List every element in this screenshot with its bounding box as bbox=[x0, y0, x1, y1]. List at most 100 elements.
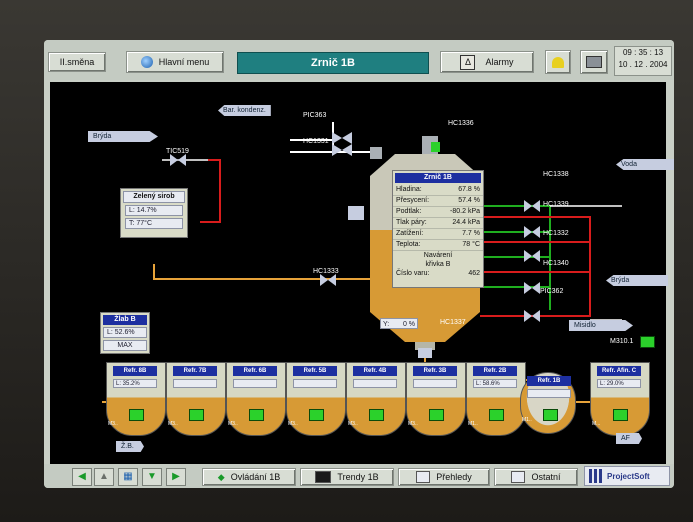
tank-motor-tag: M3.. bbox=[288, 421, 298, 427]
vessel-row: Hladina:67.8 % bbox=[393, 185, 483, 196]
misidlo-text: Misidlo bbox=[574, 322, 596, 329]
ovladani-button[interactable]: ◆Ovládání 1B bbox=[202, 468, 296, 486]
hc1339-label: HC1339 bbox=[543, 201, 569, 208]
misc-icon bbox=[511, 471, 526, 483]
process-canvas: Bar. kondenz. PIC363 HC1331 HC1336 Brýda… bbox=[50, 82, 674, 466]
syrup-pipe bbox=[153, 264, 370, 280]
tank-run-button[interactable] bbox=[429, 409, 444, 421]
vessel-row-value: 24.4 kPa bbox=[452, 219, 480, 226]
bryda-left-text: Brýda bbox=[93, 133, 112, 140]
clock-date: 10 . 12 . 2004 bbox=[618, 60, 668, 69]
nav-right-button[interactable]: ▶ bbox=[166, 468, 186, 486]
tic519-label: TIC519 bbox=[166, 148, 189, 155]
curve-info: Navárení křivka B bbox=[393, 251, 483, 269]
voda-tag: Voda bbox=[616, 159, 674, 170]
green-syrup-temp: T: 77°C bbox=[125, 218, 183, 229]
outlet-valve-icon bbox=[418, 348, 432, 358]
valves bbox=[170, 132, 540, 322]
nav-up-button[interactable]: ▲ bbox=[94, 468, 114, 486]
screen-title-text: Zrnič 1B bbox=[310, 57, 355, 69]
vessel-row-value: -80.2 kPa bbox=[450, 208, 480, 215]
prehledy-label: Přehledy bbox=[436, 472, 472, 482]
nav-home-button[interactable]: ▦ bbox=[118, 468, 138, 486]
arrow-up-icon: ▲ bbox=[99, 471, 109, 482]
refr-tank[interactable]: Refr. 8B L: 35.2% M3.. bbox=[106, 362, 166, 436]
cook-number-row: Číslo varu:462 bbox=[393, 269, 483, 279]
top-indicator-icon bbox=[431, 142, 440, 152]
tank-level bbox=[527, 389, 571, 398]
tank-run-button[interactable] bbox=[543, 409, 558, 421]
tank-run-button[interactable] bbox=[189, 409, 204, 421]
tank-name: Refr. 7B bbox=[173, 366, 217, 376]
vessel-row: Podtlak: -80.2 kPa bbox=[393, 207, 483, 218]
bryda-left-tag: Brýda bbox=[88, 131, 158, 142]
home-icon: ▦ bbox=[123, 471, 133, 482]
hc1332-label: HC1332 bbox=[543, 230, 569, 237]
hc1340-label: HC1340 bbox=[543, 260, 569, 267]
y-value: 0 % bbox=[402, 321, 415, 328]
tank-run-button[interactable] bbox=[489, 409, 504, 421]
tank-name: Refr. 1B bbox=[527, 376, 571, 386]
trendy-button[interactable]: Trendy 1B bbox=[300, 468, 394, 486]
tank-level bbox=[353, 379, 397, 388]
tank-motor-tag: M3.. bbox=[108, 421, 118, 427]
alarms-label: Alarmy bbox=[485, 57, 514, 67]
tank-name: Refr. 8B bbox=[113, 366, 157, 376]
vessel-row: Tlak páry:24.4 kPa bbox=[393, 218, 483, 229]
vessel-row-key: Zatížení: bbox=[396, 230, 424, 237]
shift-label: II.směna bbox=[59, 57, 95, 67]
tank-run-button[interactable] bbox=[613, 409, 628, 421]
vessel-row-key: Podtlak: bbox=[396, 208, 422, 215]
tank-run-button[interactable] bbox=[249, 409, 264, 421]
m3101-label: M310.1 bbox=[610, 338, 634, 345]
mixer-run-button[interactable] bbox=[640, 336, 655, 348]
warning-icon: Δ bbox=[460, 54, 476, 70]
zlab-max: MAX bbox=[103, 340, 147, 351]
bar-kondenz-text: Bar. kondenz. bbox=[223, 107, 266, 114]
steam-branches bbox=[480, 241, 590, 273]
printer-icon bbox=[586, 56, 602, 68]
tank-level: L: 35.2% bbox=[113, 379, 157, 388]
alarms-button[interactable]: Δ Alarmy bbox=[440, 51, 534, 73]
vessel-row-value: 7.7 % bbox=[462, 230, 480, 237]
zlab-panel[interactable]: Žlab B L: 52.6% MAX bbox=[100, 312, 150, 354]
curve-line-2: křivka B bbox=[425, 261, 451, 268]
tank-motor-tag: M1.. bbox=[522, 417, 532, 423]
ostatni-button[interactable]: Ostatní bbox=[494, 468, 578, 486]
bottom-bar: ◀ ▲ ▦ ▼ ▶ ◆Ovládání 1B Trendy 1B Přehled… bbox=[44, 464, 674, 488]
vessel-rows: Hladina:67.8 %Přesycení:57.4 %Podtlak:-8… bbox=[393, 185, 483, 251]
vessel-data-panel[interactable]: Zrnič 1B Hladina:67.8 %Přesycení:57.4 %P… bbox=[392, 170, 484, 288]
green-syrup-panel[interactable]: Zelený sirob L: 14.7% T: 77°C bbox=[120, 188, 188, 238]
misidlo-tag: Misidlo bbox=[569, 320, 633, 331]
nav-left-button[interactable]: ◀ bbox=[72, 468, 92, 486]
main-menu-button[interactable]: Hlavní menu bbox=[126, 51, 224, 73]
tank-motor-tag: M1.. bbox=[468, 421, 478, 427]
hc1336-label: HC1336 bbox=[448, 120, 474, 127]
bell-button[interactable] bbox=[545, 50, 571, 74]
refr-tank[interactable]: Refr. 1B M1.. bbox=[520, 372, 576, 434]
tank-run-button[interactable] bbox=[129, 409, 144, 421]
hc1331-label: HC1331 bbox=[303, 138, 329, 145]
tank-motor-tag: M3.. bbox=[228, 421, 238, 427]
af-text: AF bbox=[621, 435, 630, 442]
tank-run-button[interactable] bbox=[309, 409, 324, 421]
vessel-title: Zrnič 1B bbox=[395, 173, 481, 183]
prehledy-button[interactable]: Přehledy bbox=[398, 468, 490, 486]
nav-down-button[interactable]: ▼ bbox=[142, 468, 162, 486]
pic362-label: PIC362 bbox=[540, 288, 564, 295]
hc1337-label: HC1337 bbox=[440, 319, 466, 326]
vessel-row: Zatížení: 7.7 % bbox=[393, 229, 483, 240]
green-syrup-title: Zelený sirob bbox=[123, 191, 185, 203]
vessel-row: Teplota:78 °C bbox=[393, 240, 483, 251]
ovladani-label: Ovládání 1B bbox=[230, 472, 281, 482]
tank-run-button[interactable] bbox=[369, 409, 384, 421]
printer-button[interactable] bbox=[580, 50, 608, 74]
main-menu-label: Hlavní menu bbox=[158, 57, 210, 67]
